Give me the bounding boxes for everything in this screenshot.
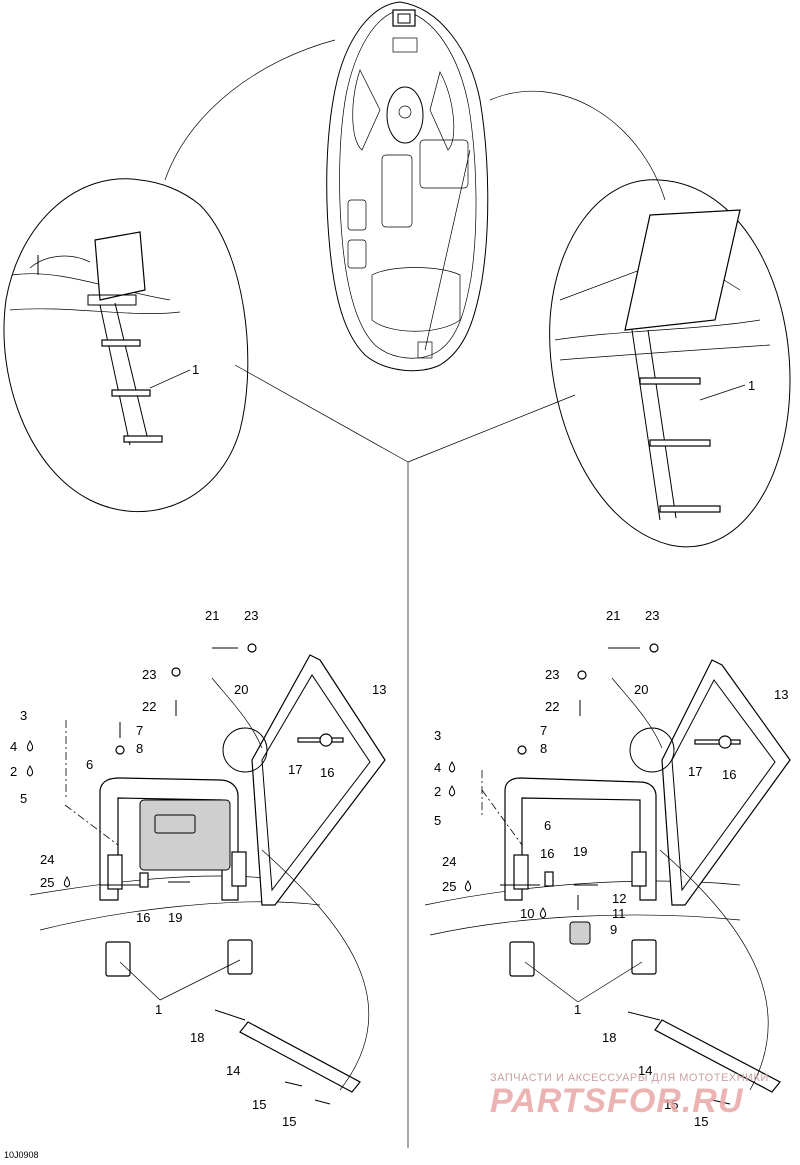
sealant-drop-icons [26, 740, 547, 919]
drop-icon [26, 740, 34, 752]
callout-14: 14 [226, 1063, 240, 1078]
callout-25: 25 [40, 875, 54, 890]
callout-14: 14 [638, 1063, 652, 1078]
callout-21: 21 [205, 608, 219, 623]
callout-19: 19 [168, 910, 182, 925]
callout-1: 1 [155, 1002, 162, 1017]
drop-icon [26, 765, 34, 777]
callout-22: 22 [545, 699, 559, 714]
callout-18: 18 [602, 1030, 616, 1045]
callout-5: 5 [20, 791, 27, 806]
callout-8: 8 [136, 741, 143, 756]
callout-7: 7 [136, 723, 143, 738]
callout-17: 17 [688, 764, 702, 779]
callout-23: 23 [545, 667, 559, 682]
drop-icon [448, 785, 456, 797]
watermark-tagline: ЗАПЧАСТИ И АКСЕССУАРЫ ДЛЯ МОТОТЕХНИКИ [490, 1072, 769, 1084]
drop-icon [539, 907, 547, 919]
callout-13: 13 [774, 687, 788, 702]
callout-1-top-left: 1 [192, 362, 199, 377]
callout-12: 12 [612, 891, 626, 906]
callout-1-top-right: 1 [748, 378, 755, 393]
callout-24: 24 [40, 852, 54, 867]
callout-21: 21 [606, 608, 620, 623]
drop-icon [448, 761, 456, 773]
callout-2: 2 [10, 764, 17, 779]
callout-19: 19 [573, 844, 587, 859]
callout-6: 6 [544, 818, 551, 833]
callout-11: 11 [612, 906, 626, 921]
callout-15: 15 [252, 1097, 266, 1112]
callout-6: 6 [86, 757, 93, 772]
callout-23: 23 [645, 608, 659, 623]
drop-icon [63, 876, 71, 888]
callout-15: 15 [664, 1097, 678, 1112]
callouts: 1 1 21 23 23 20 22 13 3 7 4 8 2 6 17 16 … [10, 362, 788, 1129]
boat-top-view [326, 1, 489, 372]
guide-lines [164, 39, 666, 1148]
exploded-view-left [29, 643, 386, 1105]
exploded-view-right [424, 643, 791, 1105]
detail-view-left [3, 178, 249, 513]
callout-15: 15 [282, 1114, 296, 1129]
callout-8: 8 [540, 741, 547, 756]
callout-3: 3 [434, 728, 441, 743]
callout-5: 5 [434, 813, 441, 828]
callout-20: 20 [234, 682, 248, 697]
callout-17: 17 [288, 762, 302, 777]
callout-16: 16 [320, 765, 334, 780]
callout-10: 10 [520, 906, 534, 921]
callout-23: 23 [244, 608, 258, 623]
callout-13: 13 [372, 682, 386, 697]
callout-4: 4 [10, 739, 17, 754]
callout-23: 23 [142, 667, 156, 682]
watermark-logo: PARTSFOR.RU [490, 1082, 744, 1120]
callout-16: 16 [722, 767, 736, 782]
detail-view-right [549, 179, 791, 548]
callout-3: 3 [20, 708, 27, 723]
callout-20: 20 [634, 682, 648, 697]
callout-9: 9 [610, 922, 617, 937]
callout-24: 24 [442, 854, 456, 869]
callout-7: 7 [540, 723, 547, 738]
callout-15: 15 [694, 1114, 708, 1129]
diagram-code: 10J0908 [4, 1150, 39, 1160]
callout-1: 1 [574, 1002, 581, 1017]
callout-25: 25 [442, 879, 456, 894]
callout-2: 2 [434, 784, 441, 799]
callout-22: 22 [142, 699, 156, 714]
callout-16: 16 [540, 846, 554, 861]
callout-18: 18 [190, 1030, 204, 1045]
callout-16: 16 [136, 910, 150, 925]
drop-icon [464, 880, 472, 892]
callout-4: 4 [434, 760, 441, 775]
